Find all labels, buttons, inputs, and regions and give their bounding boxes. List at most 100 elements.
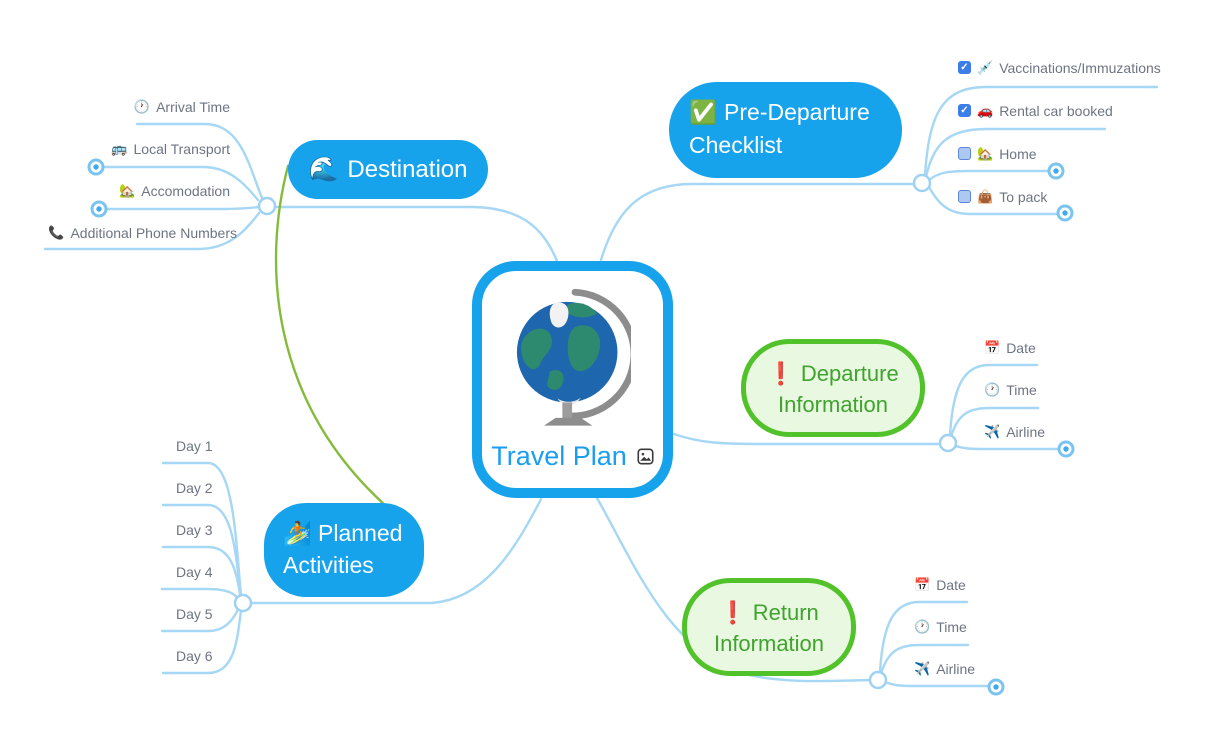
leaf-to-pack[interactable]: 👜 To pack xyxy=(958,188,1047,205)
edge-planned-activities xyxy=(249,497,543,605)
collapse-indicator-departure-airline[interactable] xyxy=(1057,440,1075,458)
leaf-label: Day 3 xyxy=(176,521,213,538)
branch-label: Departure Information xyxy=(777,361,899,417)
exclamation-icon: ❗ xyxy=(767,361,795,386)
calendar-icon: 📅 xyxy=(914,577,931,592)
leaf-label: Additional Phone Numbers xyxy=(70,224,237,241)
leaf-label: Day 5 xyxy=(176,605,213,622)
leaf-return-time[interactable]: 🕐 Time xyxy=(914,618,967,635)
edge-crosslink-destination-planned xyxy=(274,164,388,508)
leaf-day-4[interactable]: Day 4 xyxy=(176,563,213,580)
leaf-label: Time xyxy=(1006,381,1037,398)
leaf-local-transport[interactable]: 🚌 Local Transport xyxy=(111,140,230,157)
leaf-departure-date[interactable]: 📅 Date xyxy=(984,339,1036,356)
leaf-label: Airline xyxy=(1006,423,1046,440)
collapse-indicator-return-airline[interactable] xyxy=(987,678,1005,696)
house-icon: 🏡 xyxy=(119,183,136,198)
branch-label: Pre-Departure Checklist xyxy=(689,99,870,158)
leaf-home[interactable]: 🏡 Home xyxy=(958,145,1037,162)
edge-home xyxy=(927,169,1050,182)
edge-destination xyxy=(273,205,559,263)
leaf-label: Time xyxy=(936,618,967,635)
leaf-label: Date xyxy=(1006,339,1036,356)
leaf-departure-time[interactable]: 🕐 Time xyxy=(984,381,1037,398)
junction-pre-departure[interactable] xyxy=(912,173,932,193)
branch-node-planned-activities[interactable]: 🏄 Planned Activities xyxy=(264,503,424,597)
bus-icon: 🚌 xyxy=(111,141,128,156)
leaf-departure-airline[interactable]: ✈️ Airline xyxy=(984,423,1045,440)
edge-departure-time xyxy=(949,406,1040,439)
leaf-label: To pack xyxy=(999,188,1048,205)
airplane-icon: ✈️ xyxy=(914,661,931,676)
edge-rental-car xyxy=(924,127,1107,179)
leaf-day-3[interactable]: Day 3 xyxy=(176,521,213,538)
checkbox[interactable] xyxy=(958,147,971,160)
branch-node-destination[interactable]: 🌊 Destination xyxy=(288,140,488,199)
collapse-indicator-accomodation[interactable] xyxy=(90,200,108,218)
leaf-label: Accomodation xyxy=(141,182,230,199)
leaf-rental-car-booked[interactable]: 🚗 Rental car booked xyxy=(958,102,1113,119)
edge-day-3 xyxy=(161,545,243,601)
edge-departure-airline xyxy=(951,443,1060,451)
edge-departure-date xyxy=(948,363,1039,437)
wave-icon: 🌊 xyxy=(308,156,339,183)
checkbox[interactable] xyxy=(958,104,971,117)
edge-day-6 xyxy=(161,609,243,675)
leaf-label: Home xyxy=(999,145,1037,162)
syringe-icon: 💉 xyxy=(977,60,994,75)
check-mark-icon: ✅ xyxy=(689,99,718,125)
leaf-label: Local Transport xyxy=(133,140,231,157)
branch-label: Planned Activities xyxy=(283,520,403,578)
branch-node-pre-departure-checklist[interactable]: ✅ Pre-Departure Checklist xyxy=(669,82,902,178)
collapse-indicator-home[interactable] xyxy=(1047,162,1065,180)
branch-node-departure-information[interactable]: ❗ Departure Information xyxy=(741,339,925,437)
checkbox[interactable] xyxy=(958,61,971,74)
car-icon: 🚗 xyxy=(977,103,994,118)
edge-return-airline xyxy=(881,679,990,688)
leaf-day-2[interactable]: Day 2 xyxy=(176,479,213,496)
leaf-day-5[interactable]: Day 5 xyxy=(176,605,213,622)
central-title[interactable]: Travel Plan xyxy=(491,441,627,471)
checkbox[interactable] xyxy=(958,190,971,203)
handbag-icon: 👜 xyxy=(977,189,994,204)
edge-accomodation xyxy=(105,205,261,211)
edge-vaccinations xyxy=(923,85,1159,177)
leaf-day-1[interactable]: Day 1 xyxy=(176,437,213,454)
collapse-indicator-to-pack[interactable] xyxy=(1056,204,1074,222)
clock-icon: 🕐 xyxy=(984,382,1001,397)
junction-planned-activities[interactable] xyxy=(233,593,253,613)
junction-destination[interactable] xyxy=(257,196,277,216)
leaf-accomodation[interactable]: 🏡 Accomodation xyxy=(119,182,230,199)
edge-day-4 xyxy=(160,587,242,603)
calendar-icon: 📅 xyxy=(984,340,1001,355)
house-icon: 🏡 xyxy=(977,146,994,161)
collapse-indicator-local-transport[interactable] xyxy=(87,158,105,176)
clock-icon: 🕐 xyxy=(914,619,931,634)
leaf-return-airline[interactable]: ✈️ Airline xyxy=(914,660,975,677)
edge-departure-info xyxy=(672,432,942,446)
branch-node-return-information[interactable]: ❗ Return Information xyxy=(682,578,856,676)
junction-departure-info[interactable] xyxy=(938,433,958,453)
edge-day-2 xyxy=(161,503,243,599)
leaf-arrival-time[interactable]: 🕐 Arrival Time xyxy=(134,98,230,115)
leaf-label: Airline xyxy=(936,660,976,677)
edge-pre-departure xyxy=(599,182,916,262)
edge-arrival-time xyxy=(135,122,264,200)
leaf-label: Rental car booked xyxy=(999,102,1113,119)
leaf-return-date[interactable]: 📅 Date xyxy=(914,576,966,593)
leaf-label: Vaccinations/Immuzations xyxy=(999,59,1161,76)
leaf-additional-phone-numbers[interactable]: 📞 Additional Phone Numbers xyxy=(48,224,237,241)
leaf-vaccinations[interactable]: 💉 Vaccinations/Immuzations xyxy=(958,59,1161,76)
leaf-day-6[interactable]: Day 6 xyxy=(176,647,213,664)
image-icon xyxy=(637,448,654,465)
central-node-travel-plan[interactable]: Travel Plan xyxy=(472,261,673,498)
junction-return-info[interactable] xyxy=(868,670,888,690)
leaf-label: Day 2 xyxy=(176,479,213,496)
leaf-label: Day 1 xyxy=(176,437,213,454)
edge-return-time xyxy=(879,643,970,676)
phone-icon: 📞 xyxy=(48,225,65,240)
leaf-label: Day 4 xyxy=(176,563,213,580)
leaf-label: Date xyxy=(936,576,966,593)
